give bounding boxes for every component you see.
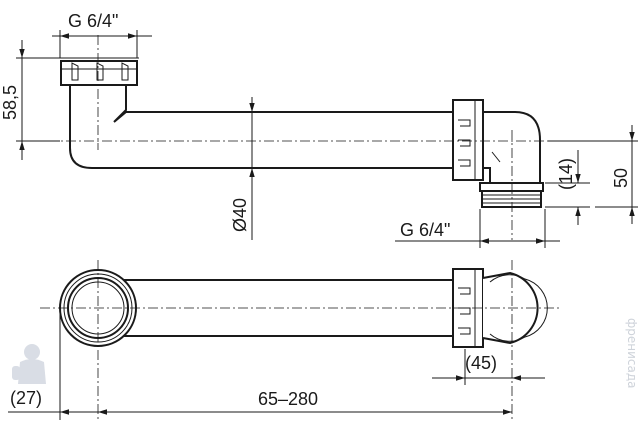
diameter-label: Ø40 — [230, 198, 250, 232]
dim-height-left: 58,5 — [0, 40, 60, 160]
side-thread-label: G 6/4" — [400, 220, 450, 240]
dim-outlet-height: (14) — [545, 150, 590, 225]
dim-diameter: Ø40 — [230, 97, 255, 240]
plumber-logo — [12, 344, 46, 384]
dim-outlet-width: (45) — [432, 349, 545, 385]
dim-offset-height: 50 — [548, 125, 638, 224]
left-offset-label: (27) — [10, 388, 42, 408]
outlet-elbow — [483, 111, 541, 183]
height-left-label: 58,5 — [0, 85, 20, 120]
outlet-elbow-inner — [483, 167, 491, 183]
top-thread-label: G 6/4" — [68, 11, 118, 31]
dim-side-thread: G 6/4" — [395, 209, 560, 248]
side-elevation — [30, 35, 565, 240]
outlet-thread — [479, 182, 544, 208]
dim-left-offset: (27) — [8, 310, 98, 420]
right-nut — [452, 99, 484, 181]
offset-height-label: 50 — [611, 168, 631, 188]
dim-length-range: 65–280 — [98, 389, 512, 415]
outlet-width-label: (45) — [465, 353, 497, 373]
inlet-pipe — [69, 86, 452, 169]
dim-top-thread: G 6/4" — [52, 11, 152, 58]
inlet-pipe-inner — [113, 86, 452, 123]
watermark: френисада — [12, 318, 639, 389]
top-nut — [59, 57, 139, 86]
length-range-label: 65–280 — [258, 389, 318, 409]
plan-view — [40, 260, 560, 420]
watermark-text: френисада — [625, 318, 639, 389]
outlet-height-label: (14) — [556, 158, 576, 190]
